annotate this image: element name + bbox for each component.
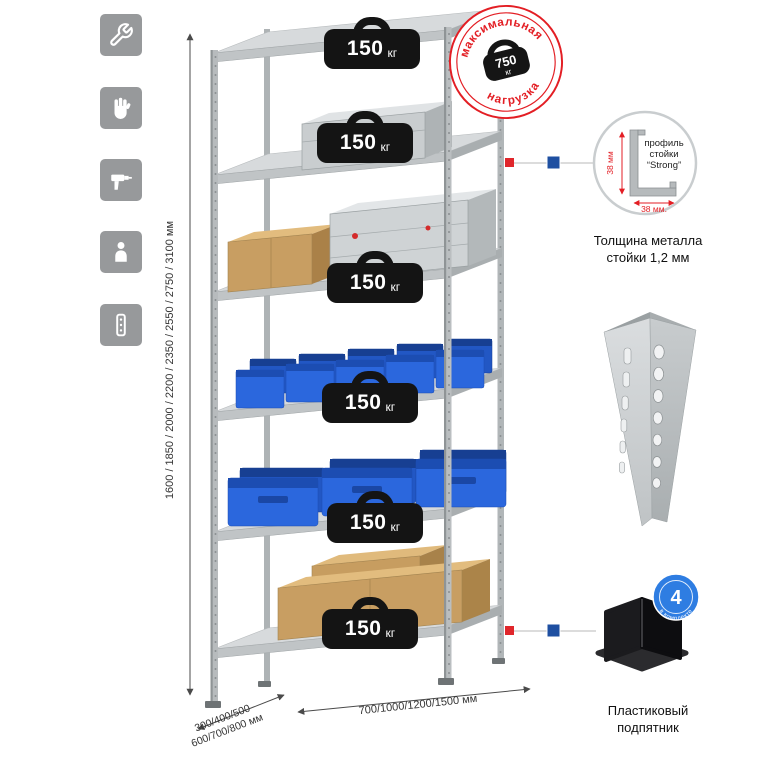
rack-feet	[205, 658, 505, 708]
back-right-post	[497, 6, 504, 661]
profile-dim-vertical: 38 мм	[605, 151, 615, 175]
stamp-unit: кг	[504, 67, 512, 77]
glove-icon	[114, 97, 131, 119]
post-holes	[652, 344, 665, 489]
profile-label-2: стойки	[649, 149, 678, 160]
stamp-kettlebell-handle	[487, 39, 521, 59]
badge-count: 4	[670, 587, 682, 609]
kettlebell-handle-icon	[351, 371, 389, 388]
connector-red-bottom	[505, 626, 514, 635]
person-icon	[115, 242, 127, 262]
callout-connectors	[505, 155, 596, 638]
blue-bins-large	[227, 449, 507, 527]
kettlebell-handle-icon	[346, 111, 384, 128]
kettlebell-handle-icon	[351, 597, 389, 614]
kettlebell-handle-icon	[356, 491, 394, 508]
drill-icon-tile	[100, 159, 142, 201]
wrench-icon-tile	[100, 14, 142, 56]
profile-dim-horizontal: 38 мм.	[641, 204, 667, 214]
profile-label-1: профиль	[644, 138, 683, 149]
stamp-kettlebell-body	[483, 46, 530, 81]
kettlebell-handle-icon	[356, 251, 394, 268]
level-icon-tile	[100, 304, 142, 346]
drill-icon	[111, 174, 132, 190]
max-load-stamp: максимальная нагрузка 750 кг	[448, 5, 564, 120]
included-count-badge: 4 в комплекте	[652, 573, 700, 622]
kettlebell-handle-icon	[353, 17, 391, 34]
load-unit: кг	[387, 45, 398, 60]
stamp-value: 750	[494, 52, 518, 72]
person-icon-tile	[100, 231, 142, 273]
connector-blue-top	[546, 155, 561, 170]
dimension-arrows	[186, 33, 531, 730]
load-value: 150	[346, 37, 384, 60]
front-left-post	[210, 50, 218, 705]
plastic-foot-callout: 4 в комплекте	[595, 573, 700, 672]
level-icon	[116, 313, 126, 337]
plastic-foot-caption: Пластиковый подпятник	[607, 703, 689, 735]
connector-red-top	[505, 158, 514, 167]
height-dimensions-label: 1600 / 1850 / 2000 / 2200 / 2350 / 2550 …	[164, 220, 176, 500]
wrench-icon	[110, 23, 133, 46]
front-right-post	[444, 27, 452, 682]
back-left-post	[264, 29, 270, 684]
corner-post-callout	[603, 312, 697, 527]
profile-label-3: “Strong”	[647, 160, 681, 171]
metal-thickness-caption: Толщина металла стойки 1,2 мм	[593, 233, 703, 265]
profile-callout: 38 мм 38 мм. профиль стойки “Strong”	[592, 110, 698, 216]
connector-blue-bottom	[546, 623, 561, 638]
post-slots	[619, 347, 632, 474]
glove-icon-tile	[100, 87, 142, 129]
cardboard-box-small	[227, 224, 338, 293]
